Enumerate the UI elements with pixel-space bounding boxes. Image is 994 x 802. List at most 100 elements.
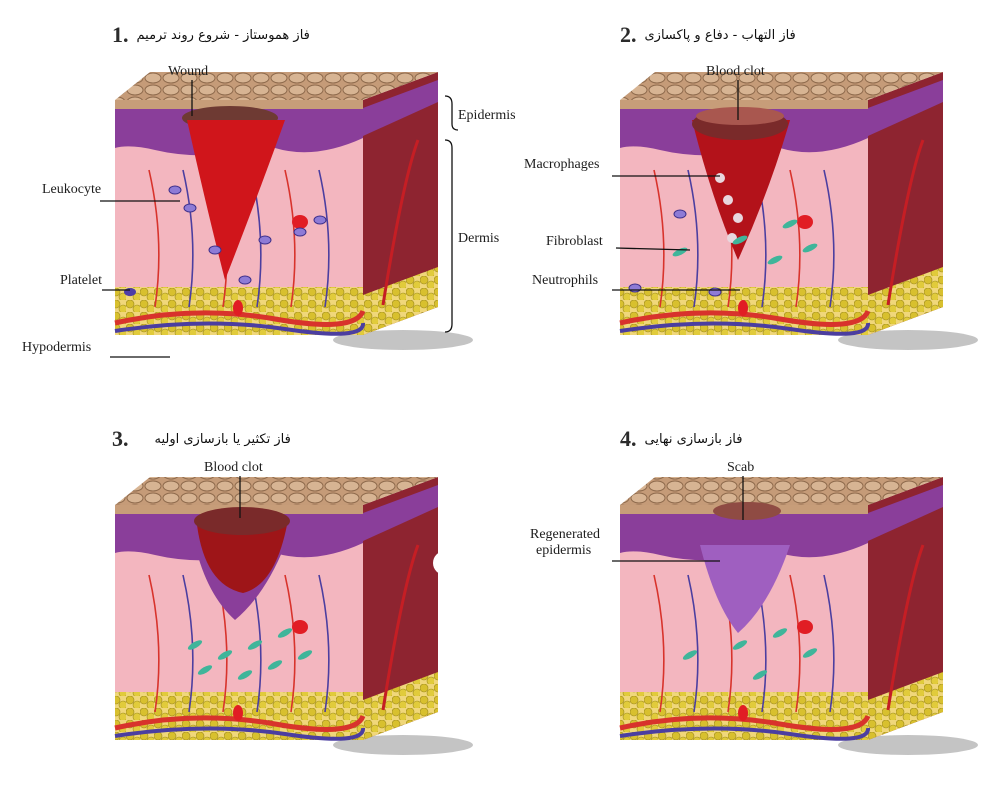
- fibroblast-cell: [297, 650, 313, 660]
- artery: [114, 714, 366, 732]
- red-blood-cell: [738, 705, 748, 721]
- fibroblast-cell: [767, 255, 783, 265]
- artery: [619, 714, 871, 732]
- panel-1-title: 1. فاز هموستاز - شروع روند ترمیم: [112, 22, 310, 48]
- side-vessel: [886, 544, 925, 711]
- block-side-fat: [868, 672, 943, 740]
- label-fibroblast: Fibroblast: [546, 234, 603, 249]
- fibroblast-cell: [782, 219, 798, 229]
- neutrophil-cell: [673, 209, 687, 219]
- panel-4-number: 4.: [620, 426, 637, 451]
- fibroblast-cell: [197, 665, 213, 675]
- platelet-cell: [124, 288, 136, 296]
- wound-cavity: [187, 120, 285, 280]
- panel-4-title-fa: فاز بازسازی نهایی: [644, 431, 743, 447]
- fibroblast-cell: [732, 235, 748, 245]
- capillary: [148, 169, 160, 308]
- capillary: [182, 169, 194, 308]
- label-epidermis: Epidermis: [458, 108, 516, 123]
- block-top-face: [115, 477, 438, 505]
- skin-block-1: [114, 72, 473, 350]
- panel-1-title-fa: فاز هموستاز - شروع روند ترمیم: [136, 27, 310, 43]
- macrophage-cell: [733, 213, 743, 223]
- label-scab: Scab: [727, 460, 755, 475]
- red-blood-cell: [738, 300, 748, 316]
- edge-notch: [433, 551, 457, 575]
- capillary: [318, 169, 330, 308]
- label-platelet: Platelet: [60, 273, 102, 288]
- capillary: [687, 574, 699, 713]
- panel-3-number: 3.: [112, 426, 129, 451]
- capillary: [653, 574, 665, 713]
- artery: [619, 309, 871, 327]
- label-blood-clot-2: Blood clot: [706, 64, 765, 79]
- label-macrophages: Macrophages: [524, 157, 600, 172]
- side-vessel: [381, 544, 420, 711]
- red-blood-cell: [292, 215, 308, 229]
- red-blood-cell: [797, 620, 813, 634]
- leukocyte-cell: [293, 227, 307, 237]
- scab: [713, 502, 781, 520]
- fibroblast-leader: [615, 247, 691, 251]
- macrophage-cell: [715, 173, 725, 183]
- red-blood-cell: [292, 620, 308, 634]
- side-vessel: [886, 139, 925, 306]
- wound-cavity: [692, 120, 790, 260]
- block-side-fat: [363, 672, 438, 740]
- fibroblast-cell: [267, 660, 283, 670]
- block-top-face: [115, 72, 438, 100]
- vein: [114, 321, 365, 336]
- leukocyte-cell: [183, 203, 197, 213]
- leukocyte-cell: [168, 185, 182, 195]
- red-blood-cell: [233, 705, 243, 721]
- capillary: [148, 574, 160, 713]
- block-shadow: [838, 735, 978, 755]
- fibroblast-cell: [752, 670, 768, 680]
- vein: [114, 726, 365, 741]
- skin-block-2: [619, 72, 978, 350]
- panel-3-title: 3. فاز تکثیر یا بازسازی اولیه: [112, 426, 291, 452]
- epidermis-bracket: [444, 95, 459, 131]
- red-blood-cell: [233, 300, 243, 316]
- label-blood-clot-3: Blood clot: [204, 460, 263, 475]
- capillary: [653, 169, 665, 308]
- fibroblast-cell: [682, 650, 698, 660]
- fibroblast-cell: [802, 648, 818, 658]
- skin-block-4: [619, 477, 978, 755]
- block-surface: [620, 100, 868, 109]
- skin-block-3: [114, 477, 473, 755]
- capillary: [823, 169, 835, 308]
- block-top-face: [620, 72, 943, 100]
- vein: [619, 726, 870, 741]
- side-vessel: [381, 139, 420, 306]
- block-side-fat: [868, 267, 943, 335]
- panel-4-title: 4. فاز بازسازی نهایی: [620, 426, 742, 452]
- panel-1-number: 1.: [112, 22, 129, 47]
- wound-cavity: [197, 525, 287, 593]
- block-epidermis: [620, 513, 868, 561]
- label-regenerated-line1: Regenerated: [530, 527, 600, 542]
- leukocyte-cell: [258, 235, 272, 245]
- fibroblast-cell: [802, 243, 818, 253]
- fibroblast-cell: [247, 640, 263, 650]
- block-side-epidermis: [868, 485, 943, 541]
- capillary: [823, 574, 835, 713]
- capillary: [789, 574, 801, 713]
- block-top-face: [620, 477, 943, 505]
- red-blood-cell: [797, 215, 813, 229]
- regenerated-epidermis: [700, 545, 790, 633]
- block-surface: [115, 100, 363, 109]
- leukocyte-cell: [238, 275, 252, 285]
- vein: [619, 321, 870, 336]
- label-regenerated-line2: epidermis: [536, 543, 592, 558]
- capillary: [687, 169, 699, 308]
- macrophage-cell: [723, 195, 733, 205]
- fibroblast-cell: [732, 640, 748, 650]
- capillary: [284, 574, 296, 713]
- fibroblast-cell: [187, 640, 203, 650]
- label-neutrophils: Neutrophils: [532, 273, 599, 288]
- label-hypodermis: Hypodermis: [22, 340, 92, 355]
- label-wound: Wound: [168, 64, 209, 79]
- block-side-epidermis: [868, 80, 943, 136]
